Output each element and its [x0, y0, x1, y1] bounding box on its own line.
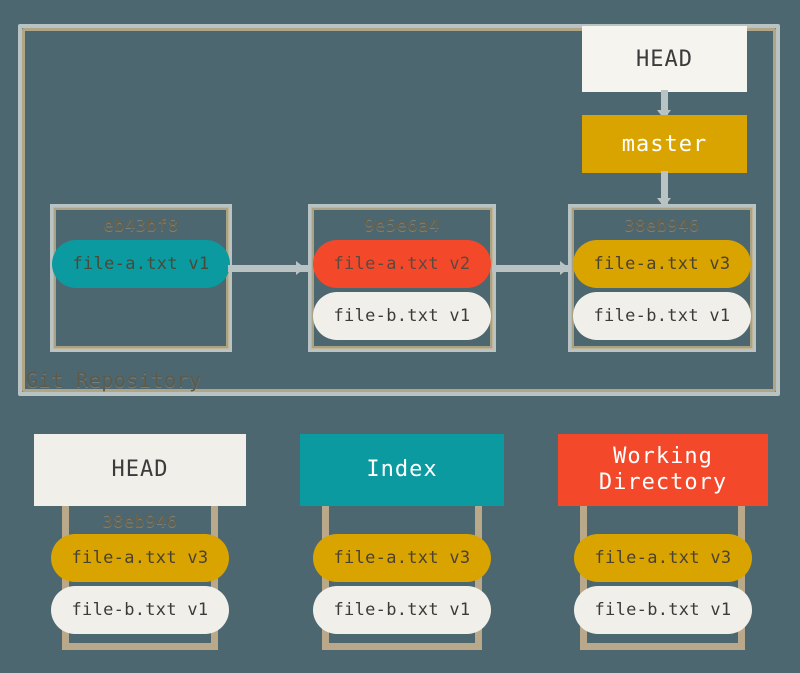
- file-pill[interactable]: file-b.txt v1: [574, 586, 752, 634]
- file-pill[interactable]: file-a.txt v3: [574, 534, 752, 582]
- area-header-index[interactable]: Index: [300, 434, 504, 506]
- head-ref-box[interactable]: HEAD: [582, 26, 747, 92]
- file-pill-label: file-b.txt v1: [593, 306, 731, 326]
- connector-commit1-to-commit2: [228, 265, 308, 272]
- area-header-working-directory[interactable]: Working Directory: [558, 434, 768, 506]
- file-pill-label: file-a.txt v2: [333, 254, 471, 274]
- commit-hash-2: 9e5e6a4: [364, 216, 440, 236]
- area-panel-working-directory: Working Directory file-a.txt v3 file-b.t…: [558, 434, 768, 650]
- file-pill-label: file-b.txt v1: [71, 600, 209, 620]
- connector-master-to-commit: [661, 171, 668, 207]
- area-header-label: HEAD: [111, 456, 169, 482]
- commit-node-1[interactable]: eb43bf8 file-a.txt v1: [50, 204, 232, 352]
- arrowhead-commit2-to-commit3: [560, 261, 569, 275]
- master-ref-label: master: [621, 131, 708, 157]
- file-pill[interactable]: file-a.txt v3: [51, 534, 229, 582]
- area-file-stack-working-directory: file-a.txt v3 file-b.txt v1: [558, 534, 768, 634]
- area-header-label: Index: [366, 456, 438, 482]
- file-pill[interactable]: file-a.txt v1: [52, 240, 230, 288]
- arrowhead-head-to-master: [657, 110, 671, 119]
- file-pill-label: file-b.txt v1: [333, 306, 471, 326]
- commit-hash-1: eb43bf8: [103, 216, 179, 236]
- arrowhead-commit1-to-commit2: [296, 261, 305, 275]
- commit-file-stack-1: file-a.txt v1: [52, 240, 230, 288]
- file-pill[interactable]: file-a.txt v3: [313, 534, 491, 582]
- file-pill-label: file-a.txt v3: [594, 548, 732, 568]
- file-pill-label: file-a.txt v3: [71, 548, 209, 568]
- file-pill-label: file-a.txt v3: [593, 254, 731, 274]
- file-pill[interactable]: file-b.txt v1: [573, 292, 751, 340]
- git-repository-frame: [18, 24, 780, 396]
- file-pill[interactable]: file-b.txt v1: [313, 586, 491, 634]
- area-file-stack-head: file-a.txt v3 file-b.txt v1: [34, 534, 246, 634]
- file-pill[interactable]: file-b.txt v1: [313, 292, 491, 340]
- commit-node-3[interactable]: 38eb946 file-a.txt v3 file-b.txt v1: [568, 204, 756, 352]
- file-pill-label: file-b.txt v1: [333, 600, 471, 620]
- area-hash-head: 38eb946: [102, 512, 178, 532]
- commit-file-stack-2: file-a.txt v2 file-b.txt v1: [312, 240, 492, 340]
- panel-rail-right: [738, 506, 745, 650]
- area-file-stack-index: file-a.txt v3 file-b.txt v1: [300, 534, 504, 634]
- area-header-label-line1: Working: [613, 443, 713, 469]
- connector-commit2-to-commit3: [492, 265, 572, 272]
- master-ref-box[interactable]: master: [582, 115, 747, 173]
- connector-head-to-master: [661, 90, 668, 116]
- area-header-head[interactable]: HEAD: [34, 434, 246, 506]
- file-pill-label: file-a.txt v1: [72, 254, 210, 274]
- commit-node-2[interactable]: 9e5e6a4 file-a.txt v2 file-b.txt v1: [308, 204, 496, 352]
- commit-file-stack-3: file-a.txt v3 file-b.txt v1: [572, 240, 752, 340]
- panel-rail-bottom: [62, 643, 218, 650]
- area-header-label-line2: Directory: [598, 470, 728, 495]
- git-repository-frame-accent: [22, 28, 776, 392]
- file-pill[interactable]: file-a.txt v2: [313, 240, 491, 288]
- file-pill[interactable]: file-b.txt v1: [51, 586, 229, 634]
- area-panel-head: HEAD 38eb946 file-a.txt v3 file-b.txt v1: [34, 434, 246, 650]
- panel-rail-bottom: [322, 643, 482, 650]
- file-pill-label: file-b.txt v1: [594, 600, 732, 620]
- arrowhead-master-to-commit: [657, 198, 671, 207]
- panel-rail-left: [580, 506, 587, 650]
- file-pill[interactable]: file-a.txt v3: [573, 240, 751, 288]
- head-ref-label: HEAD: [636, 46, 693, 72]
- area-panel-index: Index file-a.txt v3 file-b.txt v1: [300, 434, 504, 650]
- panel-rail-bottom: [580, 643, 745, 650]
- file-pill-label: file-a.txt v3: [333, 548, 471, 568]
- git-repository-label: Git Repository: [26, 368, 202, 392]
- commit-hash-3: 38eb946: [624, 216, 700, 236]
